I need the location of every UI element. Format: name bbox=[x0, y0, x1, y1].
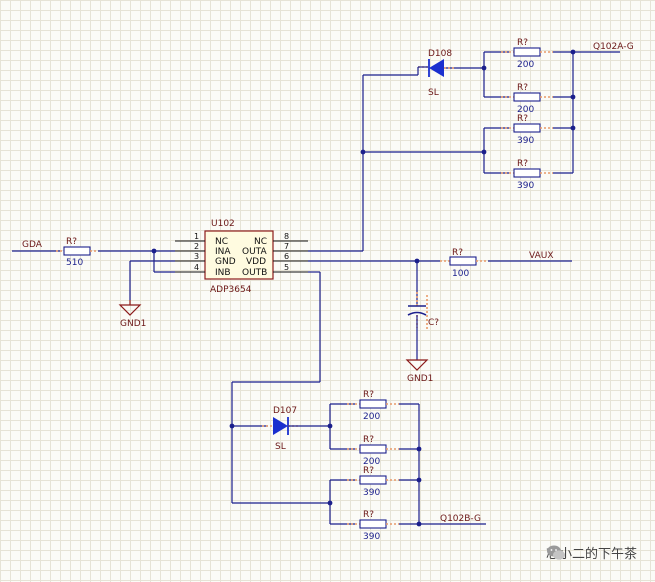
pin-name: NC bbox=[215, 237, 228, 247]
ic-u102[interactable]: U102 ADP3654 1 2 3 4 8 7 6 5 NC INA GND … bbox=[175, 219, 308, 295]
pin-num: 1 bbox=[194, 232, 199, 241]
junction-dot bbox=[481, 149, 487, 155]
resistor-gda[interactable]: R? 510 bbox=[56, 237, 98, 268]
ground-symbol-gnd1: GND1 bbox=[118, 300, 146, 329]
resistor-ref: R? bbox=[517, 114, 528, 124]
diode-d107-ref: D107 bbox=[273, 406, 297, 416]
resistor-ref: R? bbox=[363, 466, 374, 476]
resistor-ref: R? bbox=[517, 38, 528, 48]
resistor-ref: R? bbox=[517, 159, 528, 169]
junction-dot bbox=[360, 149, 366, 155]
ic-ref: U102 bbox=[211, 219, 235, 229]
net-label-q102a: Q102A-G bbox=[593, 42, 634, 52]
resistor-a3[interactable]: R? 390 bbox=[484, 114, 573, 146]
pin-num: 3 bbox=[194, 252, 199, 261]
gnd-label: GND1 bbox=[120, 319, 146, 329]
wechat-icon bbox=[546, 545, 565, 560]
resistor-value: 390 bbox=[517, 181, 534, 191]
resistor-a1[interactable]: R? 200 bbox=[484, 38, 573, 70]
resistor-a4[interactable]: R? 390 bbox=[484, 159, 573, 191]
resistor-vaux-ref: R? bbox=[452, 248, 463, 258]
gnd-label-cap: GND1 bbox=[407, 374, 433, 384]
resistor-value: 390 bbox=[363, 532, 380, 542]
pin-name: OUTB bbox=[242, 268, 267, 278]
diode-d108-ref: D108 bbox=[428, 49, 452, 59]
capacitor-c[interactable]: C? bbox=[407, 261, 439, 360]
resistor-vaux-value: 100 bbox=[452, 269, 469, 279]
pin-num: 4 bbox=[194, 263, 199, 272]
resistor-value: 390 bbox=[517, 136, 534, 146]
diode-d108[interactable]: D108 SL bbox=[417, 49, 484, 98]
capacitor-ref: C? bbox=[428, 318, 439, 328]
junction-dot bbox=[229, 423, 235, 429]
resistor-ref: R? bbox=[363, 510, 374, 520]
resistor-gda-value: 510 bbox=[66, 258, 83, 268]
pin-name: NC bbox=[254, 237, 267, 247]
junction-dot bbox=[481, 65, 487, 71]
resistor-b1[interactable]: R? 200 bbox=[330, 390, 419, 422]
watermark: 芯小二的下午茶 bbox=[546, 543, 637, 562]
net-label-q102b: Q102B-G bbox=[440, 514, 481, 524]
pin-name: OUTA bbox=[242, 247, 267, 257]
net-label-vaux: VAUX bbox=[529, 251, 554, 261]
resistor-ref: R? bbox=[363, 390, 374, 400]
resistor-value: 200 bbox=[517, 60, 534, 70]
pin-name: GND bbox=[215, 257, 236, 267]
ground-symbol-gnd1-cap: GND1 bbox=[405, 359, 433, 384]
resistor-ref: R? bbox=[517, 83, 528, 93]
resistor-b4[interactable]: R? 390 bbox=[330, 510, 419, 542]
watermark-text: 芯小二的下午茶 bbox=[545, 547, 637, 562]
junction-dot bbox=[327, 500, 333, 506]
pin-num: 8 bbox=[284, 232, 289, 241]
diode-d108-value: SL bbox=[428, 88, 439, 98]
pin-num: 7 bbox=[284, 242, 289, 251]
resistor-ref: R? bbox=[363, 435, 374, 445]
gda-net: GDA bbox=[12, 240, 60, 252]
resistor-vaux[interactable]: R? 100 bbox=[440, 248, 488, 279]
resistor-b2[interactable]: R? 200 bbox=[330, 435, 419, 467]
resistor-value: 200 bbox=[363, 412, 380, 422]
resistor-a2[interactable]: R? 200 bbox=[484, 83, 573, 115]
junction-dot bbox=[327, 423, 333, 429]
pin-num: 5 bbox=[284, 263, 289, 272]
pin-name: INA bbox=[215, 247, 231, 257]
resistor-b3[interactable]: R? 390 bbox=[330, 466, 419, 498]
resistor-gda-ref: R? bbox=[66, 237, 77, 247]
diode-d107[interactable]: D107 SL bbox=[262, 406, 330, 452]
ic-part: ADP3654 bbox=[210, 285, 252, 295]
pin-name: INB bbox=[215, 268, 231, 278]
resistor-value: 200 bbox=[517, 105, 534, 115]
diode-d107-value: SL bbox=[275, 442, 286, 452]
resistor-value: 390 bbox=[363, 488, 380, 498]
pin-num: 6 bbox=[284, 252, 289, 261]
pin-num: 2 bbox=[194, 242, 199, 251]
resistor-value: 200 bbox=[363, 457, 380, 467]
pin-name: VDD bbox=[246, 257, 266, 267]
net-label-gda: GDA bbox=[22, 240, 43, 250]
